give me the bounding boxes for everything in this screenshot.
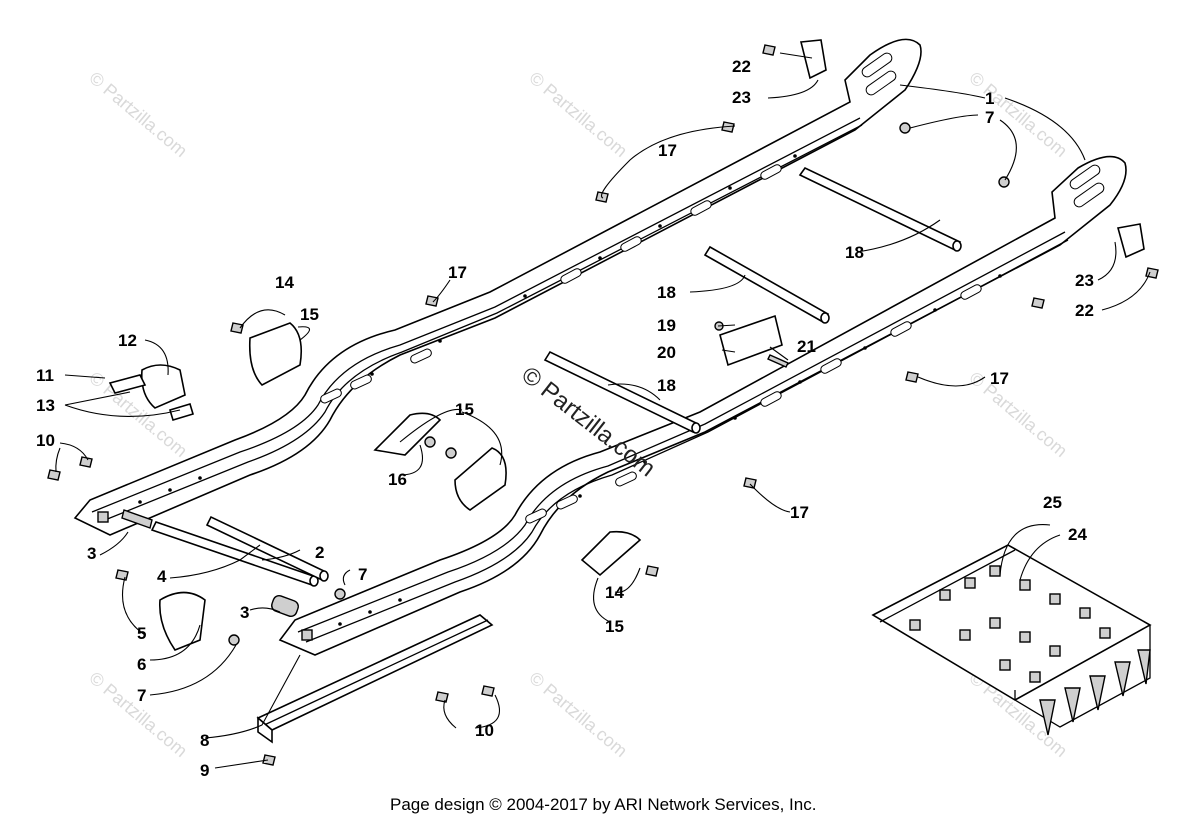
callout-7: 7 — [985, 108, 994, 127]
hardware — [47, 39, 1159, 766]
brackets — [108, 314, 783, 744]
callout-22: 22 — [1075, 301, 1094, 320]
callout-3: 3 — [87, 544, 96, 563]
leader-lines — [55, 52, 1151, 769]
right-slide-rail — [278, 155, 1127, 656]
callout-18: 18 — [657, 283, 676, 302]
callout-17: 17 — [790, 503, 809, 522]
callout-1: 1 — [985, 89, 994, 108]
callout-24: 24 — [1068, 525, 1087, 544]
callout-18: 18 — [657, 376, 676, 395]
callout-17: 17 — [448, 263, 467, 282]
callout-16: 16 — [388, 470, 407, 489]
callout-10: 10 — [36, 431, 55, 450]
track-section — [871, 544, 1152, 736]
callout-17: 17 — [658, 141, 677, 160]
callout-19: 19 — [657, 316, 676, 335]
callout-15: 15 — [605, 617, 624, 636]
callout-17: 17 — [990, 369, 1009, 388]
cross-shafts — [121, 166, 962, 617]
callout-10: 10 — [475, 721, 494, 740]
copyright-footer: Page design © 2004-2017 by ARI Network S… — [390, 795, 816, 814]
callout-7: 7 — [358, 565, 367, 584]
callout-5: 5 — [137, 624, 146, 643]
watermark: © Partzilla.com — [85, 68, 191, 161]
watermark: © Partzilla.com — [525, 668, 631, 761]
watermark: © Partzilla.com — [965, 68, 1071, 161]
callout-12: 12 — [118, 331, 137, 350]
callout-7: 7 — [137, 686, 146, 705]
callout-4: 4 — [157, 567, 167, 586]
callout-25: 25 — [1043, 493, 1062, 512]
watermark: © Partzilla.com — [525, 68, 631, 161]
callout-6: 6 — [137, 655, 146, 674]
callout-14: 14 — [275, 273, 294, 292]
callout-13: 13 — [36, 396, 55, 415]
watermark: © Partzilla.com — [965, 368, 1071, 461]
callout-15: 15 — [455, 400, 474, 419]
callout-21: 21 — [797, 337, 816, 356]
callout-labels: 1 2 3 3 4 5 6 7 7 7 8 9 10 10 11 12 13 1… — [36, 57, 1094, 780]
callout-23: 23 — [1075, 271, 1094, 290]
callout-11: 11 — [36, 366, 54, 385]
watermark: © Partzilla.com — [85, 668, 191, 761]
callout-23: 23 — [732, 88, 751, 107]
callout-3: 3 — [240, 603, 249, 622]
callout-9: 9 — [200, 761, 209, 780]
callout-18: 18 — [845, 243, 864, 262]
callout-15: 15 — [300, 305, 319, 324]
left-slide-rail — [73, 38, 922, 536]
callout-22: 22 — [732, 57, 751, 76]
callout-8: 8 — [200, 731, 209, 750]
callout-20: 20 — [657, 343, 676, 362]
callout-14: 14 — [605, 583, 624, 602]
callout-2: 2 — [315, 543, 324, 562]
